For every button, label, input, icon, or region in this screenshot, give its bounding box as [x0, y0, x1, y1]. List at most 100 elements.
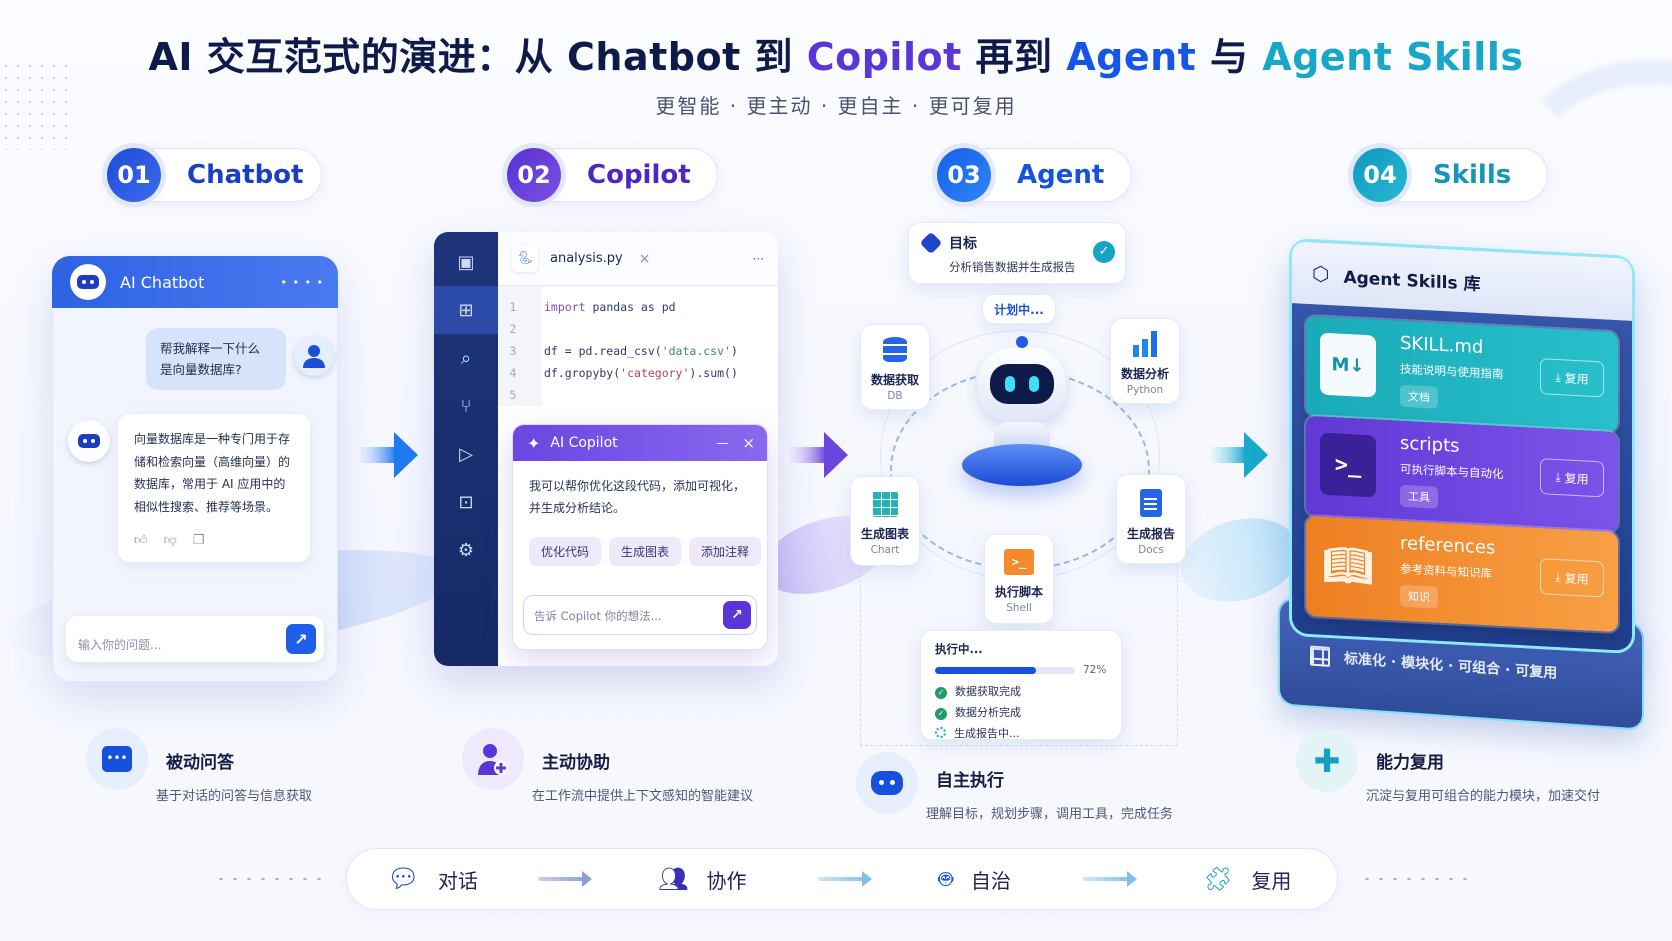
chatbot-title: AI Chatbot	[120, 272, 205, 292]
flow-arrow-icon	[538, 871, 593, 887]
editor-more-icon[interactable]: ···	[752, 251, 764, 266]
copilot-panel-title: AI Copilot	[550, 435, 618, 451]
chip-comment[interactable]: 添加注释	[689, 537, 762, 566]
feature-icon-bg: •••	[86, 728, 148, 790]
suggestion-chips: 优化代码生成图表添加注释	[513, 519, 767, 566]
node-title: 执行脚本	[994, 585, 1043, 599]
flow-bar: 💬︎ 对话 👥︎ 协作 🤖︎ 自治 🧩︎ 复用	[346, 848, 1338, 910]
agent-node-chart: 生成图表 Chart	[850, 476, 920, 566]
flow-label: 对话	[438, 868, 479, 893]
chip-chart[interactable]: 生成图表	[609, 537, 682, 566]
skill-tag: 文档	[1400, 384, 1438, 409]
skill-name: references	[1400, 532, 1496, 559]
settings-icon[interactable]: ⚙	[457, 539, 475, 561]
close-icon[interactable]: ×	[742, 434, 755, 452]
node-subtitle: Shell	[1006, 602, 1032, 614]
copilot-send-button[interactable]: ↗	[723, 601, 751, 629]
flow-item-reuse: 🧩︎ 复用	[1203, 865, 1291, 894]
users-icon: 👥︎	[658, 865, 689, 893]
tab-close-icon[interactable]: ×	[638, 250, 651, 267]
skills-library-title: Agent Skills 库	[1343, 267, 1481, 295]
skill-name: scripts	[1400, 432, 1460, 457]
bot-message-card: 向量数据库是一种专门用于存储和检索向量（高维向量）的数据库，常用于 AI 应用中…	[118, 414, 310, 562]
flow-arrow-icon	[1082, 871, 1137, 887]
editor-tabbar: 🐍︎ analysis.py × ···	[498, 232, 778, 286]
agent-area-frame	[860, 520, 1178, 746]
extensions-icon[interactable]: ⊡	[458, 491, 474, 513]
send-icon: ↗	[731, 607, 743, 623]
new-file-icon[interactable]: ⊞	[434, 286, 498, 334]
chat-input-box[interactable]: 输入你的问题... ↗	[66, 616, 324, 662]
search-icon[interactable]: ⌕	[460, 347, 472, 369]
goal-icon	[919, 231, 943, 255]
run-icon[interactable]: ▷	[459, 443, 473, 465]
editor-tab[interactable]: analysis.py	[550, 251, 623, 266]
minimize-icon[interactable]: —	[716, 436, 729, 450]
skill-card-scripts[interactable]: >_ scripts 可执行脚本与自动化 工具 ⤓复用	[1306, 415, 1618, 533]
reuse-button[interactable]: ⤓复用	[1540, 358, 1604, 398]
title-text: 与	[1196, 35, 1263, 79]
robot-icon	[78, 434, 100, 448]
skill-desc: 技能说明与使用指南	[1400, 361, 1504, 382]
chat-input[interactable]: 输入你的问题...	[78, 638, 162, 652]
python-file-icon: 🐍︎	[512, 245, 538, 272]
copilot-input-box[interactable]: 告诉 Copilot 你的想法... ↗	[523, 595, 757, 635]
skill-desc: 参考资料与知识库	[1400, 561, 1492, 581]
progress-step: ✓数据获取完成	[935, 683, 1107, 699]
feature-title: 自主执行	[936, 771, 1004, 791]
reuse-button[interactable]: ⤓复用	[1540, 558, 1604, 598]
thumbs-down-icon[interactable]: 👎︎	[163, 533, 177, 548]
step-number: 02	[507, 148, 561, 202]
robot-eye	[1005, 376, 1015, 392]
progress-percent: 72%	[1083, 664, 1107, 676]
flow-ribbon-right	[1171, 505, 1309, 615]
title-copilot: Copilot	[806, 35, 962, 79]
robot-pedestal	[962, 444, 1082, 486]
code-line: 2	[509, 322, 517, 336]
feature-desc: 理解目标，规划步骤，调用工具，完成任务	[926, 807, 1174, 822]
download-icon: ⤓	[1555, 469, 1561, 484]
agent-node-db: 数据获取 DB	[860, 324, 930, 410]
bot-avatar	[70, 264, 106, 300]
copilot-message: 我可以帮你优化这段代码，添加可视化，并生成分析结论。	[529, 479, 746, 515]
copilot-input[interactable]: 告诉 Copilot 你的想法...	[534, 609, 662, 623]
skill-desc: 可执行脚本与自动化	[1400, 461, 1504, 482]
table-icon	[872, 491, 898, 517]
document-icon	[1140, 489, 1162, 517]
check-circle-icon: ✓	[935, 687, 947, 699]
skill-card-skillmd[interactable]: M↓ SKILL.md 技能说明与使用指南 文档 ⤓复用	[1306, 315, 1618, 433]
step-number: 01	[107, 148, 161, 202]
node-title: 生成图表	[860, 527, 909, 541]
node-subtitle: Python	[1126, 384, 1164, 396]
feature-title: 被动问答	[166, 753, 234, 773]
more-menu-icon[interactable]: • • • •	[280, 275, 324, 289]
window-icon[interactable]: ▣	[457, 251, 475, 273]
skill-tag: 工具	[1400, 484, 1438, 509]
chip-optimize[interactable]: 优化代码	[529, 537, 602, 566]
send-button[interactable]: ↗	[286, 624, 316, 654]
node-subtitle: DB	[887, 390, 903, 402]
copy-icon[interactable]: ❐	[192, 533, 205, 548]
terminal-folder-icon: >_	[1004, 549, 1034, 575]
check-icon: ✓	[1093, 241, 1115, 263]
step-label: Skills	[1433, 160, 1512, 190]
step-pill-copilot: 02 Copilot	[507, 148, 718, 202]
flow-label: 协作	[706, 868, 747, 893]
branch-icon[interactable]: ⑂	[460, 395, 472, 417]
progress-label: 执行中...	[935, 642, 983, 656]
chat-icon: 💬︎	[387, 864, 421, 894]
database-icon	[883, 337, 907, 363]
ide-sidebar: ▣ ⊞ ⌕ ⑂ ▷ ⊡ ⚙	[434, 232, 498, 666]
reuse-button[interactable]: ⤓复用	[1540, 458, 1604, 498]
progress-bar	[935, 666, 1075, 674]
thumbs-up-icon[interactable]: 👍︎	[134, 533, 148, 548]
skills-base-text: 标准化 · 模块化 · 可组合 · 可复用	[1344, 650, 1558, 682]
flow-label: 自治	[970, 868, 1011, 893]
skill-card-references[interactable]: 📖︎ references 参考资料与知识库 知识 ⤓复用	[1306, 515, 1618, 633]
feature-icon-bg	[462, 728, 524, 790]
progress-row: 72%	[935, 664, 1107, 676]
grid-icon	[1310, 645, 1330, 667]
book-icon: 📖︎	[1322, 541, 1374, 590]
